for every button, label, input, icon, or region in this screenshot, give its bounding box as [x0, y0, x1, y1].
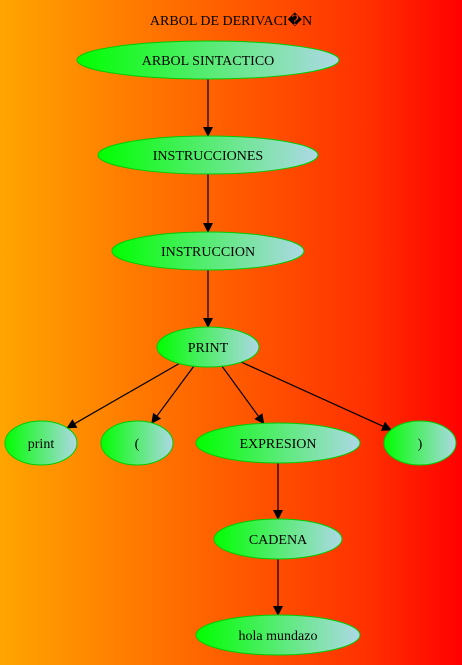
node-shape-expresion: [195, 422, 361, 464]
node-label-instrucciones: INSTRUCCIONES: [153, 149, 263, 164]
node-label-cadena: CADENA: [249, 533, 308, 548]
node-label-arbol: ARBOL SINTACTICO: [142, 54, 275, 69]
node-hola: hola mundazo: [195, 614, 361, 656]
node-cadena: CADENA: [213, 518, 343, 560]
node-instrucciones: INSTRUCCIONES: [97, 135, 319, 175]
node-label-lparen: (: [135, 437, 140, 452]
node-shape-hola: [195, 614, 361, 656]
node-shape-instruccion: [111, 231, 305, 271]
edge-print_rule-to-expresion: [221, 365, 265, 425]
edge-print_rule-to-print_kw: [66, 363, 180, 429]
diagram-title: ARBOL DE DERIVACI�N: [150, 12, 312, 29]
edges-layer: [66, 79, 392, 616]
node-lparen: (: [100, 420, 174, 466]
node-label-hola: hola mundazo: [239, 629, 318, 644]
node-shape-lparen: [100, 420, 174, 466]
edge-print_rule-to-lparen: [151, 365, 195, 424]
node-label-rparen: ): [418, 437, 423, 452]
nodes-layer: ARBOL SINTACTICO INSTRUCCIONES INSTRUCCION…: [4, 40, 457, 656]
node-label-expresion: EXPRESION: [239, 437, 316, 452]
node-expresion: EXPRESION: [195, 422, 361, 464]
node-rparen: ): [383, 420, 457, 466]
node-shape-print-rule: [156, 326, 260, 368]
node-shape-cadena: [213, 518, 343, 560]
node-shape-print-kw: [4, 420, 78, 466]
node-shape-instrucciones: [97, 135, 319, 175]
node-label-instruccion: INSTRUCCION: [161, 245, 255, 260]
edge-print_rule-to-rparen: [241, 361, 392, 431]
node-print-rule: PRINT: [156, 326, 260, 368]
node-label-print-rule: PRINT: [188, 341, 229, 356]
node-shape-rparen: [383, 420, 457, 466]
node-instruccion: INSTRUCCION: [111, 231, 305, 271]
node-shape-arbol: [76, 40, 340, 80]
node-print-kw: print: [4, 420, 78, 466]
node-label-print-kw: print: [28, 437, 55, 452]
node-arbol: ARBOL SINTACTICO: [76, 40, 340, 80]
